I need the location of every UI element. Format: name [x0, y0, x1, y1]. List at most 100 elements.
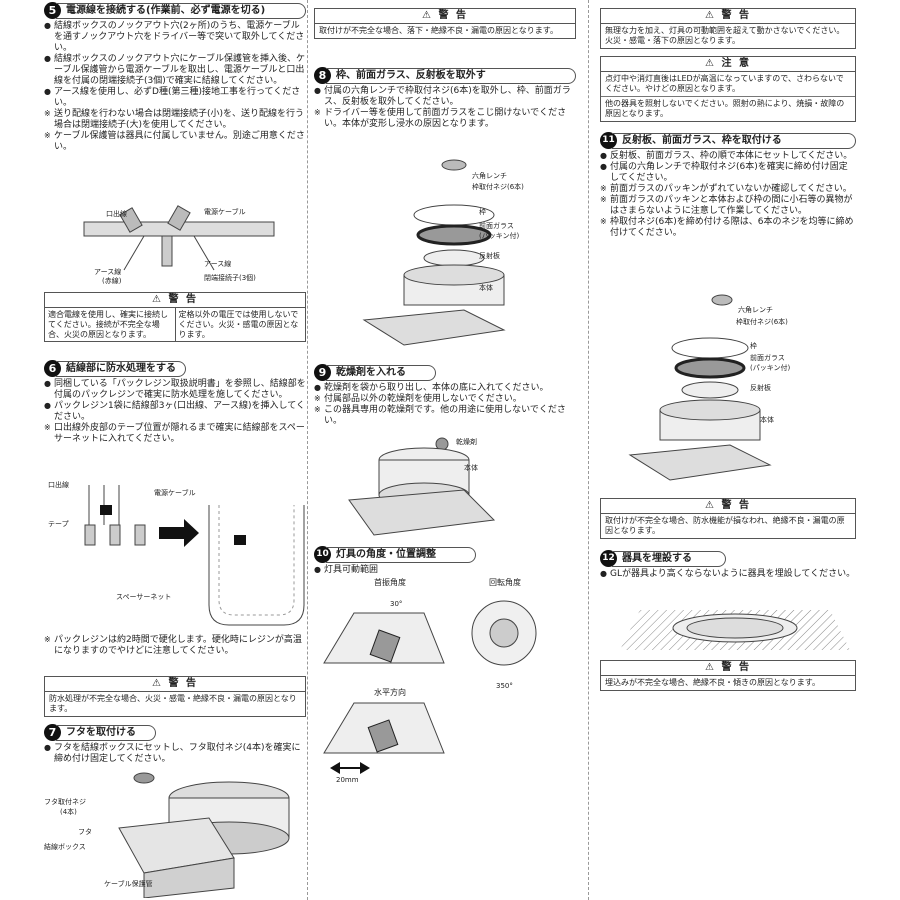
step-title: 器具を埋設する	[612, 551, 726, 567]
warning-heading: 警 告	[438, 10, 468, 21]
diagram-label: テープ	[48, 520, 69, 528]
column-divider	[588, 0, 589, 900]
diagram-label: アース線	[94, 268, 122, 276]
diagram-label: 口出線	[48, 481, 69, 489]
warning-box: ⚠ 警 告 埋込みが不完全な場合、絶縁不良・傾きの原因となります。	[600, 660, 856, 692]
step-6-heading: 6 結線部に防水処理をする	[44, 360, 306, 377]
step-11: 11 反射板、前面ガラス、枠を取付ける 反射板、前面ガラス、枠の順で本体にセット…	[600, 132, 856, 239]
diagram-label: (パッキン付)	[479, 232, 520, 240]
step-10-heading: 10 灯具の角度・位置調整	[314, 546, 576, 563]
step-11-heading: 11 反射板、前面ガラス、枠を取付ける	[600, 132, 856, 149]
step-12: 12 器具を埋設する GLが器具より高くならないように器具を埋設してください。	[600, 550, 856, 580]
warning-triangle-icon: ⚠	[152, 294, 163, 305]
warning-heading: 警 告	[721, 10, 751, 21]
bullet-text: 結線ボックスのノックアウト穴(2ヶ所)のうち、電源ケーブルを通すノックアウト穴を…	[44, 21, 306, 54]
diagram-label: 反射板	[479, 252, 500, 260]
step-6: 6 結線部に防水処理をする 同梱している「パックレジン取扱説明書」を参照し、結線…	[44, 360, 306, 445]
diagram-label: 350°	[496, 682, 513, 690]
note-text: ケーブル保護管は器具に付属していません。別途ご用意ください。	[44, 131, 306, 153]
diagram-label: 本体	[760, 416, 774, 424]
warning-triangle-icon: ⚠	[705, 662, 716, 673]
note-text: 付属部品以外の乾燥剤を使用しないでください。	[314, 394, 576, 405]
warning-triangle-icon: ⚠	[705, 58, 716, 69]
caution-box: ⚠ 注 意 点灯中や消灯直後はLEDが高温になっていますので、さわらないでくださ…	[600, 56, 856, 123]
note-text: 前面ガラスのパッキンと本体および枠の間に小石等の異物がはさまらないように注意して…	[600, 195, 856, 217]
diagram-label: 水平方向	[374, 688, 406, 697]
bullet-text: 灯具可動範囲	[314, 565, 576, 576]
diagram-label: 六角レンチ	[738, 306, 773, 314]
bullet-text: 乾燥剤を袋から取り出し、本体の底に入れてください。	[314, 383, 576, 394]
diagram-label: 枠取付ネジ(6本)	[736, 318, 788, 326]
note-text: ドライバー等を使用して前面ガラスをこじ開けないでください。本体が変形し浸水の原因…	[314, 108, 576, 130]
bullet-text: 同梱している「パックレジン取扱説明書」を参照し、結線部を付属のパックレジンで確実…	[44, 379, 306, 401]
diagram-label: 枠	[750, 342, 757, 350]
diagram-label: フタ	[78, 828, 92, 836]
diagram-label: 30°	[390, 600, 403, 608]
diagram-label: 口出線	[106, 210, 127, 218]
warning-triangle-icon: ⚠	[705, 500, 716, 511]
note-text: この器具専用の乾燥剤です。他の用途に使用しないでください。	[314, 405, 576, 427]
warning-text: 定格以外の電圧では使用しないでください。火災・感電の原因となります。	[174, 308, 306, 342]
diagram-label: 前面ガラス	[750, 354, 785, 362]
step-8: 8 枠、前面ガラス、反射板を取外す 付属の六角レンチで枠取付ネジ(6本)を取外し…	[314, 67, 576, 130]
step-title: 電源線を接続する(作業前、必ず電源を切る)	[56, 3, 306, 19]
bullet-text: パックレジン1袋に結線部3ヶ(口出線、アース線)を挿入してください。	[44, 401, 306, 423]
bullet-text: フタを結線ボックスにセットし、フタ取付ネジ(4本)を確実に締め付け固定してくださ…	[44, 743, 306, 765]
diagram-label: 六角レンチ	[472, 172, 507, 180]
caution-heading: 注 意	[721, 58, 751, 69]
diagram-label: 電源ケーブル	[204, 208, 246, 216]
warning-heading: 警 告	[168, 678, 198, 689]
diagram-label: 乾燥剤	[456, 438, 477, 446]
wiring-diagram: 口出線 電源ケーブル アース線 (赤線) アース線 閉端接続子(3個)	[44, 200, 306, 290]
step-title: 乾燥剤を入れる	[326, 365, 436, 381]
diagram-label: 前面ガラス	[479, 222, 514, 230]
assembly-diagram: 六角レンチ 枠取付ネジ(6本) 枠 前面ガラス (パッキン付) 反射板 本体	[600, 290, 856, 490]
diagram-label: フタ取付ネジ	[44, 798, 86, 806]
step-5: 5 電源線を接続する(作業前、必ず電源を切る) 結線ボックスのノックアウト穴(2…	[44, 2, 306, 153]
warning-text: 無理な力を加え、灯具の可動範囲を超えて動かさないでください。火災・感電・落下の原…	[605, 26, 845, 46]
warning-box: ⚠ 警 告 取付けが不完全な場合、落下・絶縁不良・漏電の原因となります。	[314, 8, 576, 40]
bullet-text: 付属の六角レンチで枠取付ネジ(6本)を確実に締め付け固定してください。	[600, 162, 856, 184]
diagram-label: アース線	[204, 260, 232, 268]
step-title: 枠、前面ガラス、反射板を取外す	[326, 68, 576, 84]
diagram-label: 結線ボックス	[44, 843, 86, 851]
warning-text: 取付けが不完全な場合、落下・絶縁不良・漏電の原因となります。	[319, 26, 558, 36]
diagram-label: 電源ケーブル	[154, 489, 196, 497]
warning-triangle-icon: ⚠	[152, 678, 163, 689]
column-divider	[307, 0, 308, 900]
warning-triangle-icon: ⚠	[705, 10, 716, 21]
step-title: 結線部に防水処理をする	[56, 361, 186, 377]
diagram-label: 閉端接続子(3個)	[204, 274, 256, 282]
bullet-text: アース線を使用し、必ずD種(第三種)接地工事を行ってください。	[44, 87, 306, 109]
step-title: フタを取付ける	[56, 725, 156, 741]
note-text: パックレジンは約2時間で硬化します。硬化時にレジンが高温になりますのでやけどに注…	[44, 635, 306, 657]
warning-box: ⚠ 警 告 取付けが不完全な場合、防水機能が損なわれ、絶縁不良・漏電の原因となり…	[600, 498, 856, 540]
warning-heading: 警 告	[168, 294, 198, 305]
step-8-heading: 8 枠、前面ガラス、反射板を取外す	[314, 67, 576, 84]
adjustment-diagram: 首振角度 回転角度 30° 350° 水平方向 20mm	[314, 578, 576, 788]
diagram-label: 回転角度	[489, 578, 521, 587]
cover-diagram: フタ取付ネジ (4本) フタ 結線ボックス ケーブル保護管	[44, 768, 306, 898]
warning-text: 取付けが不完全な場合、防水機能が損なわれ、絶縁不良・漏電の原因となります。	[605, 516, 845, 536]
note-text: 前面ガラスのパッキンがずれていないか確認してください。	[600, 184, 856, 195]
step-12-heading: 12 器具を埋設する	[600, 550, 856, 567]
diagram-label: 反射板	[750, 384, 771, 392]
warning-text: 適合電線を使用し、確実に接続してください。接続が不完全な場合、火災の原因となりま…	[48, 310, 168, 339]
warning-triangle-icon: ⚠	[422, 10, 433, 21]
diagram-label: (パッキン付)	[750, 364, 791, 372]
step-6-note: パックレジンは約2時間で硬化します。硬化時にレジンが高温になりますのでやけどに注…	[44, 635, 306, 657]
disassembly-diagram: 六角レンチ 枠取付ネジ(6本) 枠 前面ガラス (パッキン付) 反射板 本体	[314, 150, 576, 350]
caution-text: 点灯中や消灯直後はLEDが高温になっていますので、さわらないでください。やけどの…	[605, 74, 844, 94]
diagram-label: (4本)	[60, 808, 77, 816]
caution-text: 他の器具を照射しないでください。照射の熱により、焼損・故障の原因となります。	[601, 96, 855, 121]
bullet-text: 付属の六角レンチで枠取付ネジ(6本)を取外し、枠、前面ガラス、反射板を取外してく…	[314, 86, 576, 108]
step-10: 10 灯具の角度・位置調整 灯具可動範囲	[314, 546, 576, 576]
diagram-label: 本体	[479, 284, 493, 292]
warning-text: 埋込みが不完全な場合、絶縁不良・傾きの原因となります。	[605, 678, 820, 688]
bullet-text: 結線ボックスのノックアウト穴にケーブル保護管を挿入後、ケーブル保護管から電源ケー…	[44, 54, 306, 87]
note-text: 枠取付ネジ(6本)を締め付ける際は、6本のネジを均等に締め付けてください。	[600, 217, 856, 239]
warning-heading: 警 告	[721, 662, 751, 673]
note-text: 口出線外皮部のテープ位置が隠れるまで確実に結線部をスペーサーネットに入れてくださ…	[44, 423, 306, 445]
diagram-label: 20mm	[336, 776, 359, 784]
diagram-label: ケーブル保護管	[104, 880, 153, 888]
